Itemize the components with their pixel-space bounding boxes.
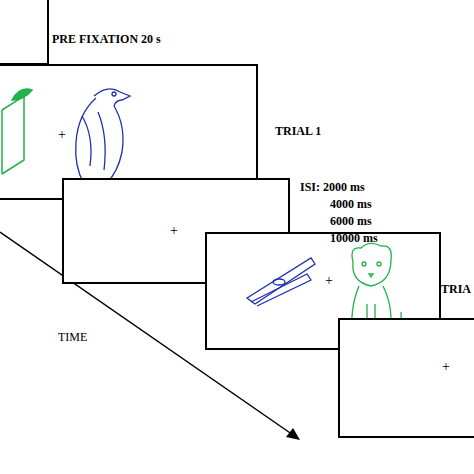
- stimulus-screen: +: [338, 318, 474, 438]
- pre-fixation-screen: [0, 0, 48, 64]
- isi-value: 6000 ms: [330, 214, 372, 228]
- fixation-cross: +: [442, 360, 450, 374]
- axis-label: TIME: [58, 330, 87, 344]
- fixation-cross: +: [170, 224, 178, 238]
- isi-label: ISI: 2000 ms: [300, 180, 365, 194]
- phase-label: PRE FIXATION 20 s: [52, 32, 161, 46]
- isi-value: 4000 ms: [330, 197, 372, 211]
- fixation-cross: +: [58, 128, 66, 142]
- phase-label: TRIAL 1: [275, 124, 321, 138]
- arrow-head: [286, 428, 300, 440]
- phase-label: TRIA: [441, 282, 471, 296]
- fixation-cross: +: [325, 274, 333, 288]
- isi-value: 10000 ms: [330, 231, 378, 245]
